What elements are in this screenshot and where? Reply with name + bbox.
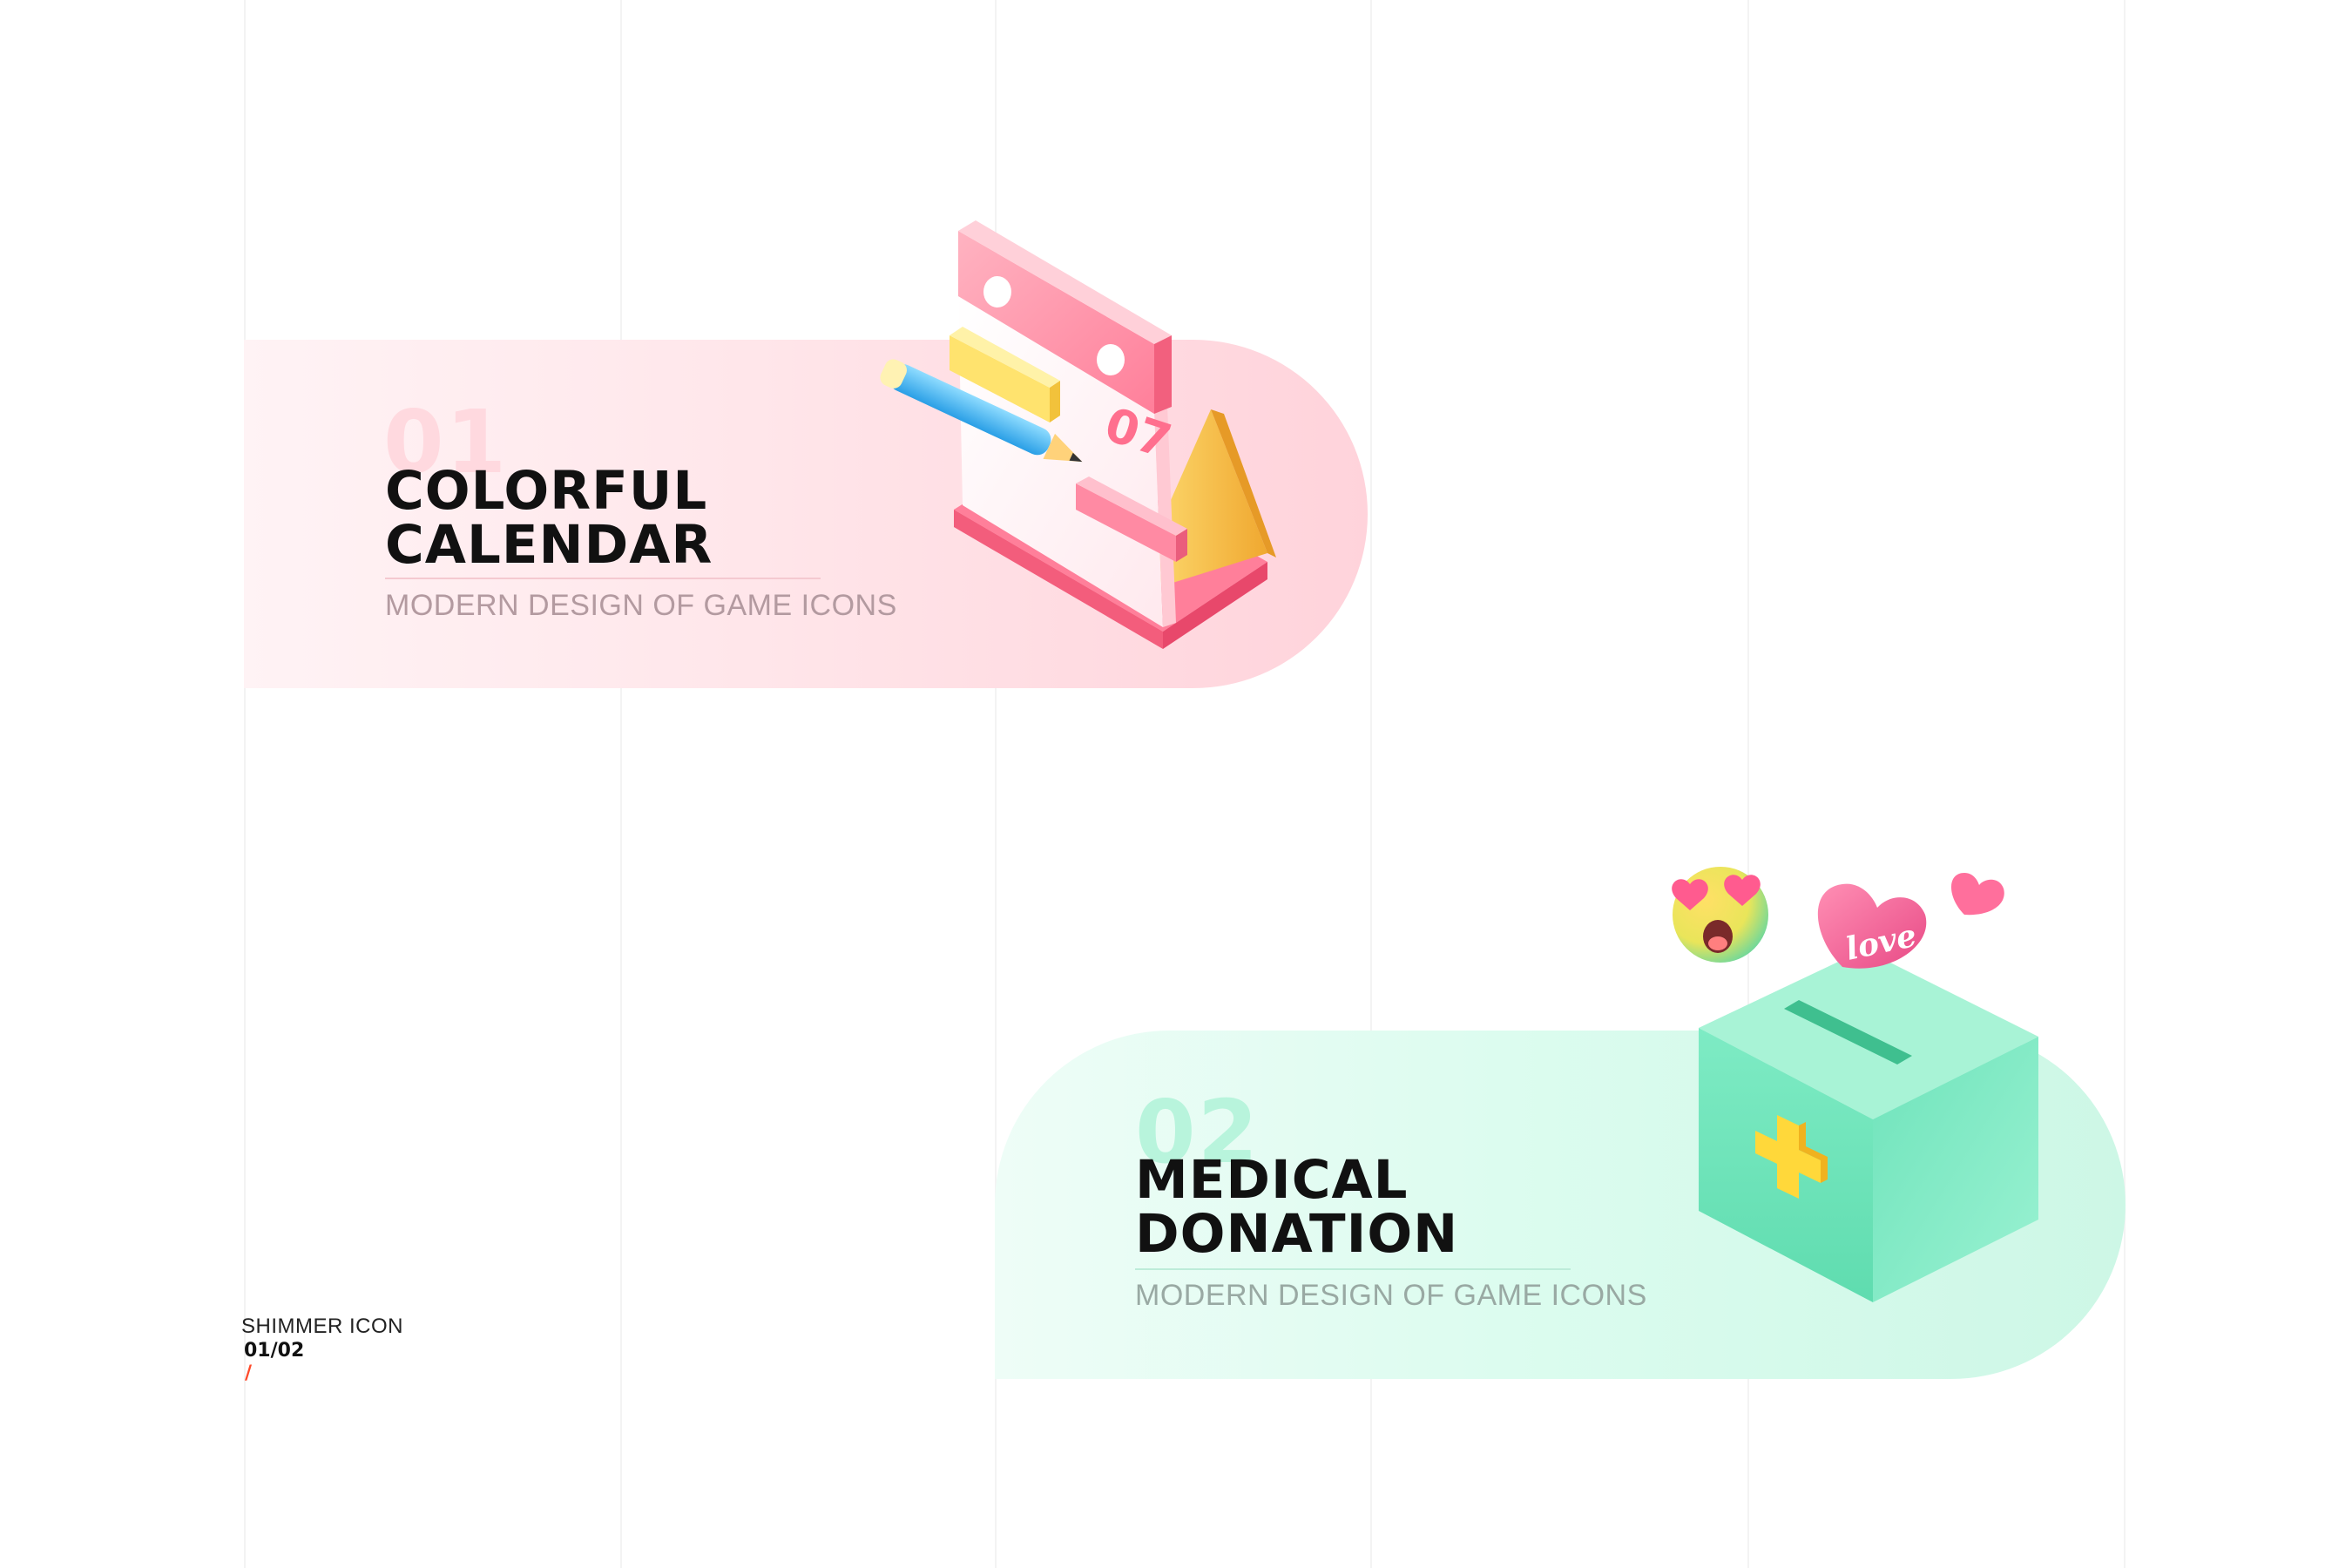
card-title-line: COLORFUL [385,460,708,522]
footer-label: SHIMMER ICON [241,1315,403,1338]
donation-box-icon: love [1672,867,2038,1302]
grid-line [620,0,622,1568]
calendar-icon: 07 [880,220,1276,649]
card-number: 01 [383,391,509,493]
card-title: MEDICAL DONATION [1135,1153,1458,1261]
divider [1135,1268,1571,1270]
card-title-line: MEDICAL [1135,1149,1409,1211]
card-title: COLORFUL CALENDAR [385,464,713,572]
grid-line [1747,0,1749,1568]
grid-line [2124,0,2126,1568]
grid-line [244,0,246,1568]
page-indicator: 01/02 [244,1340,305,1362]
card-subtitle: MODERN DESIGN OF GAME ICONS [385,589,897,622]
card-subtitle: MODERN DESIGN OF GAME ICONS [1135,1279,1647,1312]
grid-line [995,0,997,1568]
card-number: 02 [1135,1081,1260,1183]
card-title-line: DONATION [1135,1203,1459,1265]
page-slash: / [245,1362,253,1384]
grid-line [1370,0,1372,1568]
card-title-line: CALENDAR [385,514,713,576]
divider [385,578,821,579]
